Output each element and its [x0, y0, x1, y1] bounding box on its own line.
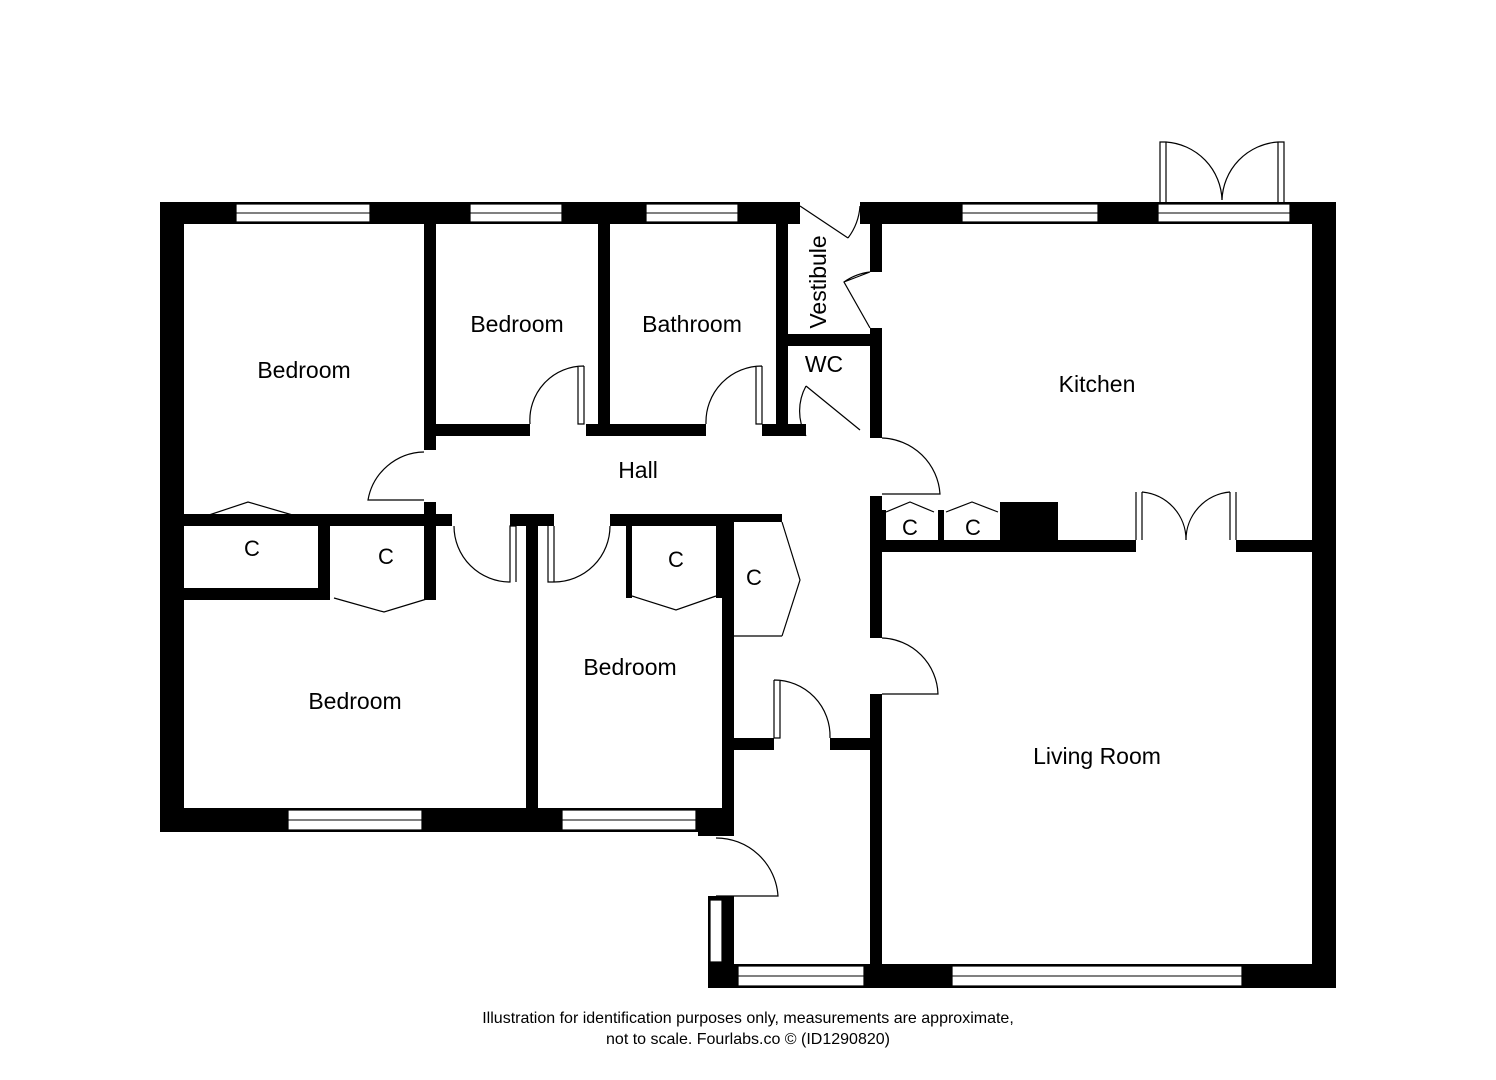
disclaimer-line-2: not to scale. Fourlabs.co © (ID1290820) — [606, 1031, 890, 1048]
disclaimer: Illustration for identification purposes… — [0, 1008, 1496, 1050]
closet-1: C — [244, 536, 260, 561]
room-vestibule: Vestibule — [805, 235, 831, 328]
windows — [235, 203, 1291, 987]
room-hall: Hall — [618, 457, 658, 483]
room-bedroom-1: Bedroom — [257, 357, 350, 383]
closet-5: C — [902, 515, 918, 540]
walls — [160, 202, 1336, 988]
closet-labels: C C C C C C — [244, 515, 981, 590]
room-wc: WC — [805, 351, 843, 377]
room-labels: Bedroom Bedroom Bathroom Vestibule WC Ki… — [257, 235, 1161, 769]
room-bathroom: Bathroom — [642, 311, 742, 337]
disclaimer-line-1: Illustration for identification purposes… — [482, 1010, 1014, 1027]
closet-4: C — [746, 565, 762, 590]
closet-2: C — [378, 544, 394, 569]
closet-6: C — [965, 515, 981, 540]
closet-3: C — [668, 547, 684, 572]
doors — [205, 141, 1285, 897]
room-bedroom-4: Bedroom — [583, 654, 676, 680]
room-bedroom-2: Bedroom — [470, 311, 563, 337]
room-bedroom-3: Bedroom — [308, 688, 401, 714]
room-kitchen: Kitchen — [1059, 371, 1136, 397]
room-living-room: Living Room — [1033, 743, 1161, 769]
